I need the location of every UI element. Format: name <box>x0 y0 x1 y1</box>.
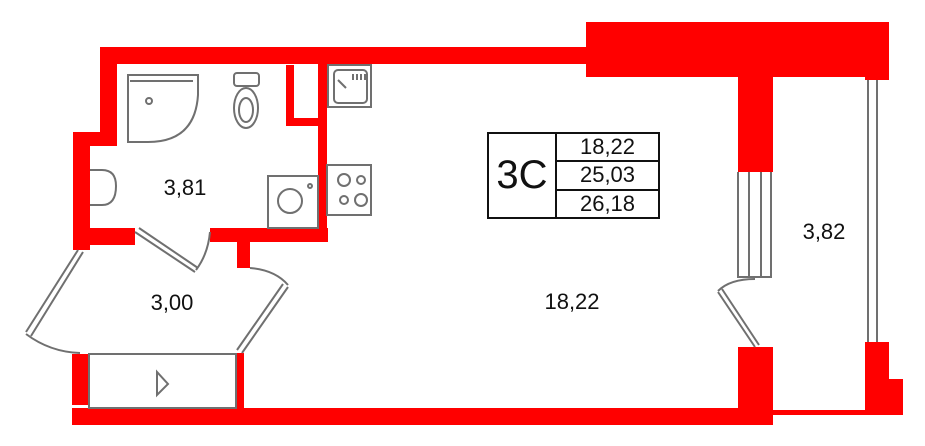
stove-burner-icon <box>356 175 366 185</box>
kitchen-counter-icon <box>327 64 372 108</box>
bathroom-door-swing-icon <box>195 231 211 271</box>
toilet-bowl-icon <box>233 87 259 129</box>
toilet-tank-icon <box>233 72 260 87</box>
stove-burner-icon <box>354 193 368 207</box>
washing-machine-drum-icon <box>277 188 303 214</box>
hanger-icon <box>156 369 170 398</box>
wall-bath-left <box>73 132 90 250</box>
room-door-swing-icon <box>249 267 289 286</box>
living-area: 18,22 <box>557 134 658 163</box>
entry-door-swing-icon <box>25 333 81 354</box>
kitchen-sink-icon <box>333 69 368 104</box>
fixtures <box>90 64 372 229</box>
apartment-type: 3С <box>489 134 557 217</box>
wall-window-upper <box>738 64 773 172</box>
kitchen-faucet-icon <box>337 79 347 89</box>
total-area-with-balcony: 26,18 <box>579 190 636 216</box>
wall-bath-bottom-left <box>73 228 135 245</box>
closet-icon <box>88 353 237 409</box>
stove-icon <box>326 164 372 216</box>
walls <box>72 22 903 425</box>
total-area: 25,03 <box>557 162 658 191</box>
room-area-hallway: 3,00 <box>150 290 194 315</box>
wall-closet-left <box>72 354 89 405</box>
wall-closet-right <box>236 353 244 408</box>
room-area-loggia: 3,82 <box>802 219 846 244</box>
balcony-door-icon <box>717 288 760 348</box>
loggia-glazing-icon <box>867 80 878 342</box>
bathroom-door-icon <box>134 227 199 273</box>
wall-loggia-bottom-corner <box>865 342 889 412</box>
wall-bath-left-upper <box>100 47 117 132</box>
wall-loggia-bottom <box>772 410 903 415</box>
bathroom-sink-icon <box>90 169 118 206</box>
wall-niche-left <box>286 65 294 125</box>
balcony-window-icon <box>737 172 772 278</box>
shower-tray-icon <box>127 74 199 143</box>
apartment-legend: 3С 18,22 25,03 26,18 <box>487 132 660 219</box>
shower-drain-icon <box>145 97 153 105</box>
washing-machine-icon <box>267 175 319 229</box>
wall-bottom <box>72 408 772 425</box>
wall-niche-bottom <box>286 118 326 126</box>
entry-door-icon <box>25 249 84 337</box>
room-door-icon <box>236 283 289 354</box>
wall-top <box>100 47 740 64</box>
wall-loggia-bottom-ext <box>889 379 903 412</box>
wall-hall-stub <box>237 234 250 268</box>
stove-burner-icon <box>339 195 349 205</box>
wall-bath-bottom-right <box>210 228 328 242</box>
balcony-door-swing-icon <box>717 278 756 292</box>
room-area-studio: 18,22 <box>544 289 600 314</box>
kitchen-drainboard-icon <box>352 74 366 80</box>
area-summary: 18,22 25,03 26,18 <box>557 134 658 217</box>
room-area-bathroom: 3,81 <box>163 175 207 200</box>
washing-machine-knob-icon <box>307 183 313 189</box>
toilet-seat-icon <box>238 97 254 123</box>
stove-burner-icon <box>337 173 351 187</box>
openings <box>25 80 878 409</box>
wall-bath-right <box>318 55 327 242</box>
wall-loggia-top-corner <box>865 64 889 80</box>
